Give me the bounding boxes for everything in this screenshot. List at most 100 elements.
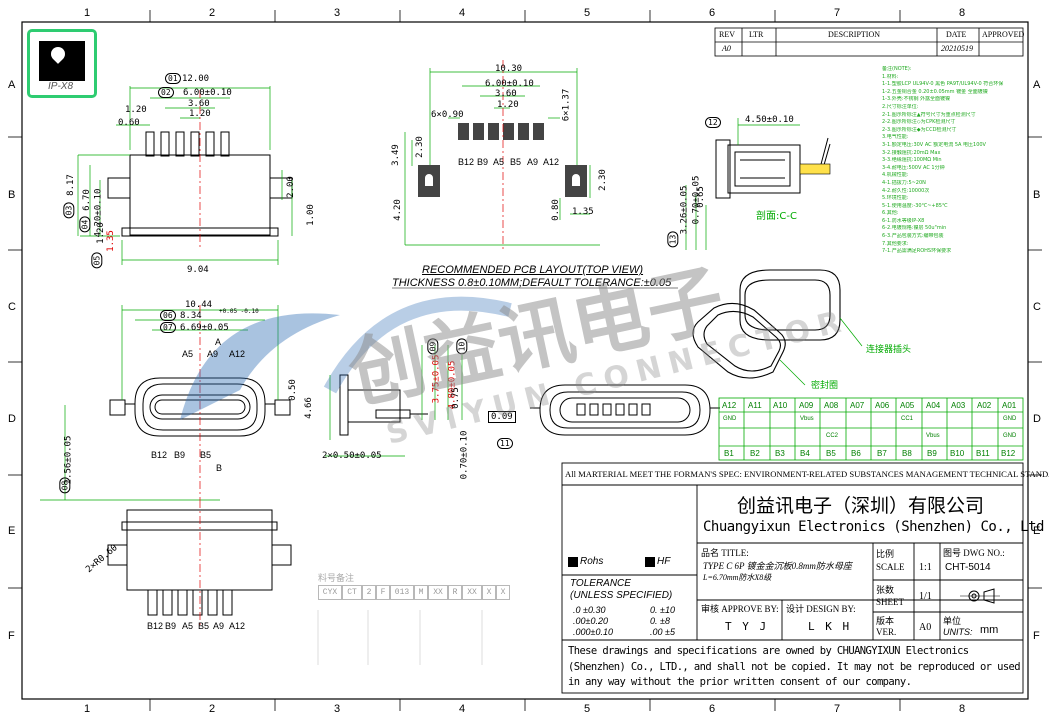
note-line: 2.尺寸标注单位: <box>882 103 919 110</box>
bottom-pin-a5: A5 <box>182 621 194 631</box>
pcb-dim-3-60: 3.60 <box>495 89 517 99</box>
zone-col-6: 6 <box>709 7 716 19</box>
tolerance-angle: 0. ±8 <box>650 616 670 626</box>
note-line: 3.电气性能: <box>882 134 909 141</box>
note-line: 4.机械性能: <box>882 172 909 179</box>
pin-b7: B7 <box>877 449 887 458</box>
pin-b2: B2 <box>750 449 760 458</box>
rev-header: REV <box>719 30 735 39</box>
part-code-cell: 2 <box>362 585 376 600</box>
pcb-pin-a12: A12 <box>543 157 560 167</box>
dim-1-20-c: 1.20 <box>95 222 106 244</box>
rev-date: 20210519 <box>941 44 973 53</box>
zone-row-C-right: C <box>1033 301 1041 313</box>
compliance-text: All MARTERIAL MEET THE FORMAN'S SPEC: EN… <box>565 469 1049 479</box>
notes-block: 备注(NOTE): 1.材料: 1-1.塑胶LCP UL94V-0 黑色 PA9… <box>882 66 1022 256</box>
company-name-en: Chuangyixun Electronics (Shenzhen) Co., … <box>703 519 1044 535</box>
note-line: 4-1.插拔力:5~20N <box>882 179 926 186</box>
part-code-cell: XX <box>428 585 448 600</box>
tolerance-title: TOLERANCE <box>570 578 631 589</box>
pcb-dim-1-35: 1.35 <box>572 207 594 217</box>
sheet-label: SHEET <box>876 597 904 607</box>
note-line: 3-1.额定电压:30V AC 额定电流 5A 电压100V <box>882 141 986 148</box>
note-line: 7.其他要求: <box>882 240 909 247</box>
pcb-dim-1-20: 1.20 <box>497 100 519 110</box>
front-dim-0-50: 0.50 <box>287 379 298 401</box>
balloon-11: 11 <box>497 438 513 449</box>
ver-label-cn: 版本 <box>876 616 895 626</box>
zone-col-7: 7 <box>834 7 841 19</box>
tolerance-row: .0 ±0.30 <box>573 605 606 615</box>
front-dim-10-44: 10.44 <box>185 300 213 310</box>
part-code-label: 料号备注 <box>318 574 355 584</box>
tolerance-angle: 0. ±10 <box>650 605 675 615</box>
pcb-dim-2-30-a: 2.30 <box>414 136 425 158</box>
note-line: 6.其他: <box>882 210 899 217</box>
zone-row-E: E <box>8 525 16 537</box>
pcb-dim-0-80: 0.80 <box>550 199 561 221</box>
pin-b8: B8 <box>902 449 912 458</box>
note-line: 3-3.绝缘阻抗:100MΩ Min <box>882 157 942 164</box>
note-line: 2-3.图示所标注◆为CCD检测尺寸 <box>882 126 957 133</box>
bottom-pin-b5: B5 <box>198 621 210 631</box>
pcb-pin-a5: A5 <box>493 157 505 167</box>
pin-a02: A02 <box>977 401 992 410</box>
tolerance-subtitle: (UNLESS SPECIFIED) <box>570 590 673 601</box>
zone-col-5-bottom: 5 <box>584 703 591 715</box>
part-code-cell: XX <box>462 585 482 600</box>
balloon-01: 01 <box>165 73 181 84</box>
projection-symbol-icon <box>960 588 1000 604</box>
sig-a05: CC1 <box>901 416 914 422</box>
front-label-a: A <box>215 337 222 347</box>
balloon-04: 04 <box>79 216 91 233</box>
dim-1-35: 1.35 <box>105 230 116 252</box>
dim-8-17: 8.17 <box>65 174 76 196</box>
scale-label: SCALE <box>876 562 905 572</box>
front-dim-6-69: 6.69±0.05 <box>180 323 229 333</box>
hf-checkbox <box>645 557 655 567</box>
section-dim-4-50: 4.50±0.10 <box>745 115 794 125</box>
zone-col-3: 3 <box>334 7 341 19</box>
zone-col-2-bottom: 2 <box>209 703 216 715</box>
front-dim-4-66: 4.66 <box>303 397 314 419</box>
note-line: 1-2.五金铜合金 0.20±0.05mm 镀金 全面镀镍 <box>882 88 988 95</box>
pin-b11: B11 <box>976 449 990 458</box>
zone-row-B: B <box>8 189 16 201</box>
pin-b4: B4 <box>800 449 810 458</box>
pcb-dim-3-49: 3.49 <box>390 144 401 166</box>
company-name-cn: 创益讯电子（深圳）有限公司 <box>737 495 985 517</box>
waterdrop-icon <box>39 41 85 81</box>
title-value: TYPE C 6P 镀金金沉板0.8mm防水母座 <box>703 561 852 571</box>
front-pin-b5: B5 <box>200 450 212 460</box>
side-dim-0-70: 0.70±0.10 <box>459 430 470 480</box>
dim-6-00: 6.00±0.10 <box>183 88 232 98</box>
ver-label: VER. <box>876 627 897 637</box>
pcb-pin-b5: B5 <box>510 157 522 167</box>
note-line: 3-4.耐电压:500V AC 1分钟 <box>882 164 945 171</box>
pcb-dim-6-00: 6.00±0.10 <box>485 79 534 89</box>
balloon-12: 12 <box>705 117 721 128</box>
dwg-value: CHT-5014 <box>945 562 991 573</box>
sheet-label-cn: 张数 <box>876 585 895 595</box>
notes-title: 备注(NOTE): <box>882 66 912 72</box>
ip-rating-logo: IP-X8 <box>27 29 97 98</box>
pin-a06: A06 <box>875 401 890 410</box>
balloon-06: 06 <box>160 310 176 321</box>
pin-a09: A09 <box>799 401 814 410</box>
pin-a05: A05 <box>900 401 915 410</box>
pin-b3: B3 <box>775 449 785 458</box>
zone-row-B-right: B <box>1033 189 1041 201</box>
pcb-dim-4-20: 4.20 <box>392 199 403 221</box>
section-dim-0-65: 0.65 <box>695 186 706 208</box>
sig-b9: Vbus <box>926 433 940 439</box>
scale-label-cn: 比例 <box>876 549 895 559</box>
dim-12-00: 12.00 <box>182 74 210 84</box>
units-label-cn: 单位 <box>943 616 962 626</box>
note-line: 5-1.使用温度:-30℃~+85℃ <box>882 202 948 209</box>
note-line: 5.环境性能: <box>882 195 909 202</box>
pin-b6: B6 <box>851 449 861 458</box>
part-code-cell: CYX <box>318 585 342 600</box>
zone-col-4: 4 <box>459 7 466 19</box>
hf-label: HF <box>657 556 671 567</box>
front-dim-8-34-tol: +0.05 -0.10 <box>219 308 259 315</box>
